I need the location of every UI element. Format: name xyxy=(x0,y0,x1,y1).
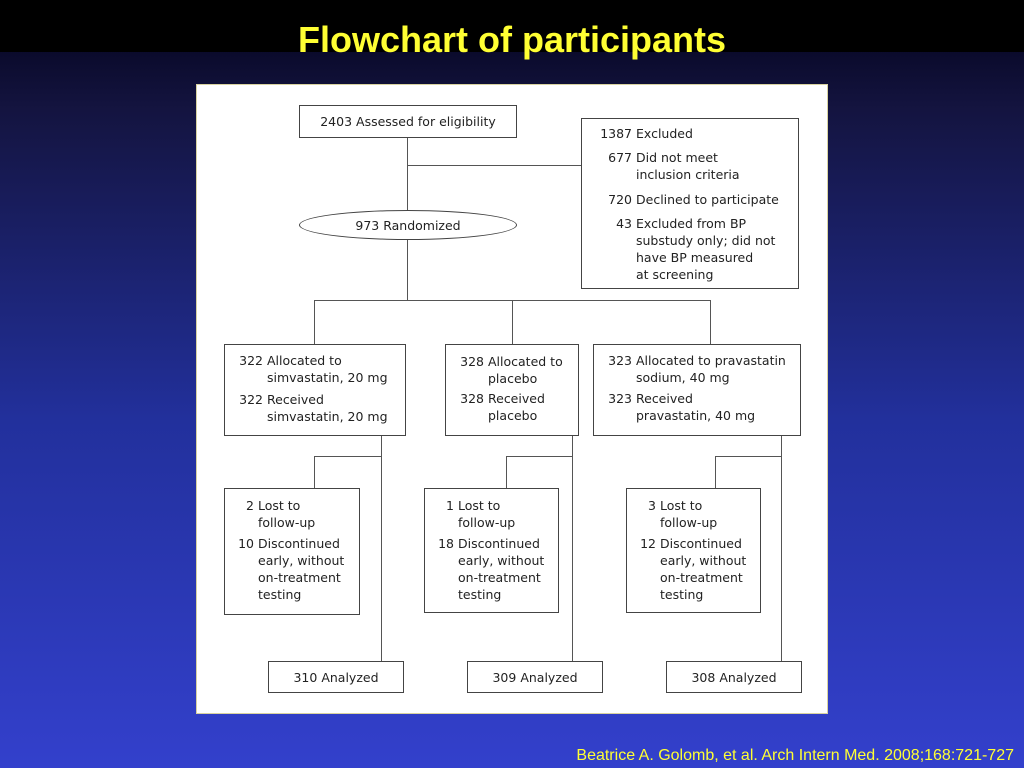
excluded-count: 1387 xyxy=(600,126,632,141)
allocation-row: 323 Received pravastatin, 40 mg xyxy=(598,390,755,424)
connector-line xyxy=(407,138,408,216)
followup-row: 12 Discontinued early, without on-treatm… xyxy=(629,535,746,603)
allocation-box-pravastatin: 323 Allocated to pravastatin sodium, 40 … xyxy=(593,344,801,436)
followup-text: Lost to follow-up xyxy=(458,498,516,530)
followup-box-simvastatin: 2 Lost to follow-up 10 Discontinued earl… xyxy=(224,488,360,615)
followup-text: Lost to follow-up xyxy=(258,498,316,530)
allocation-count: 323 xyxy=(608,353,632,368)
followup-row: 2 Lost to follow-up xyxy=(227,497,315,531)
allocation-count: 322 xyxy=(239,353,263,368)
excluded-row: 43 Excluded from BP substudy only; did n… xyxy=(588,215,775,283)
connector-line xyxy=(314,456,381,457)
excluded-text: Did not meet inclusion criteria xyxy=(636,150,740,182)
excluded-text: Excluded from BP substudy only; did not … xyxy=(636,216,776,282)
allocation-row: 328 Allocated to placebo xyxy=(450,353,563,387)
connector-line xyxy=(781,436,782,661)
excluded-text: Excluded xyxy=(636,126,693,141)
allocation-text: Allocated to simvastatin, 20 mg xyxy=(267,353,388,385)
slide-title: Flowchart of participants xyxy=(297,19,727,60)
excluded-row: 677 Did not meet inclusion criteria xyxy=(588,149,740,183)
analyzed-label: 308 Analyzed xyxy=(691,669,777,685)
flowchart: 2403 Assessed for eligibility 1387 Exclu… xyxy=(197,85,829,715)
analyzed-label: 309 Analyzed xyxy=(492,669,578,685)
followup-count: 1 xyxy=(446,498,454,513)
followup-row: 1 Lost to follow-up xyxy=(427,497,515,531)
excluded-count: 720 xyxy=(608,192,632,207)
excluded-count: 677 xyxy=(608,150,632,165)
excluded-row: 1387 Excluded xyxy=(588,125,693,142)
allocation-text: Received simvastatin, 20 mg xyxy=(267,392,388,424)
excluded-count: 43 xyxy=(616,216,632,231)
followup-box-pravastatin: 3 Lost to follow-up 12 Discontinued earl… xyxy=(626,488,761,613)
allocation-row: 328 Received placebo xyxy=(450,390,545,424)
randomized-label: 973 Randomized xyxy=(355,217,461,233)
analyzed-label: 310 Analyzed xyxy=(293,669,379,685)
followup-box-placebo: 1 Lost to follow-up 18 Discontinued earl… xyxy=(424,488,559,613)
flowchart-panel: 2403 Assessed for eligibility 1387 Exclu… xyxy=(196,84,828,714)
followup-count: 12 xyxy=(640,536,656,551)
connector-line xyxy=(506,456,572,457)
allocation-row: 322 Allocated to simvastatin, 20 mg xyxy=(229,352,388,386)
connector-line xyxy=(407,165,581,166)
connector-line xyxy=(314,456,315,488)
allocation-box-placebo: 328 Allocated to placebo 328 Received pl… xyxy=(445,344,579,436)
allocation-row: 322 Received simvastatin, 20 mg xyxy=(229,391,388,425)
allocation-row: 323 Allocated to pravastatin sodium, 40 … xyxy=(598,352,786,386)
followup-text: Discontinued early, without on-treatment… xyxy=(660,536,747,602)
allocation-count: 322 xyxy=(239,392,263,407)
randomized-ellipse: 973 Randomized xyxy=(299,210,517,240)
allocation-count: 328 xyxy=(460,354,484,369)
connector-line xyxy=(572,436,573,661)
followup-text: Lost to follow-up xyxy=(660,498,718,530)
citation: Beatrice A. Golomb, et al. Arch Intern M… xyxy=(576,747,1014,764)
followup-text: Discontinued early, without on-treatment… xyxy=(258,536,345,602)
analyzed-box-simvastatin: 310 Analyzed xyxy=(268,661,404,693)
followup-count: 18 xyxy=(438,536,454,551)
connector-line xyxy=(314,300,315,344)
followup-count: 2 xyxy=(246,498,254,513)
followup-row: 18 Discontinued early, without on-treatm… xyxy=(427,535,544,603)
assessed-label: 2403 Assessed for eligibility xyxy=(320,114,496,129)
allocation-text: Received pravastatin, 40 mg xyxy=(636,391,756,423)
analyzed-box-placebo: 309 Analyzed xyxy=(467,661,603,693)
allocation-text: Received placebo xyxy=(488,391,545,423)
excluded-text: Declined to participate xyxy=(636,192,779,207)
allocation-box-simvastatin: 322 Allocated to simvastatin, 20 mg 322 … xyxy=(224,344,406,436)
excluded-box: 1387 Excluded 677 Did not meet inclusion… xyxy=(581,118,799,289)
followup-count: 10 xyxy=(238,536,254,551)
followup-row: 3 Lost to follow-up xyxy=(629,497,717,531)
title-band xyxy=(0,0,1024,52)
allocation-count: 323 xyxy=(608,391,632,406)
connector-line xyxy=(715,456,781,457)
connector-line xyxy=(381,436,382,661)
followup-row: 10 Discontinued early, without on-treatm… xyxy=(227,535,344,603)
analyzed-box-pravastatin: 308 Analyzed xyxy=(666,661,802,693)
connector-line xyxy=(506,456,507,488)
followup-text: Discontinued early, without on-treatment… xyxy=(458,536,545,602)
connector-line xyxy=(407,240,408,300)
allocation-count: 328 xyxy=(460,391,484,406)
connector-line xyxy=(715,456,716,488)
excluded-row: 720 Declined to participate xyxy=(588,191,779,208)
connector-line xyxy=(512,300,513,344)
assessed-box: 2403 Assessed for eligibility xyxy=(299,105,517,138)
allocation-text: Allocated to placebo xyxy=(488,354,563,386)
connector-line xyxy=(710,300,711,344)
allocation-text: Allocated to pravastatin sodium, 40 mg xyxy=(636,353,786,385)
followup-count: 3 xyxy=(648,498,656,513)
